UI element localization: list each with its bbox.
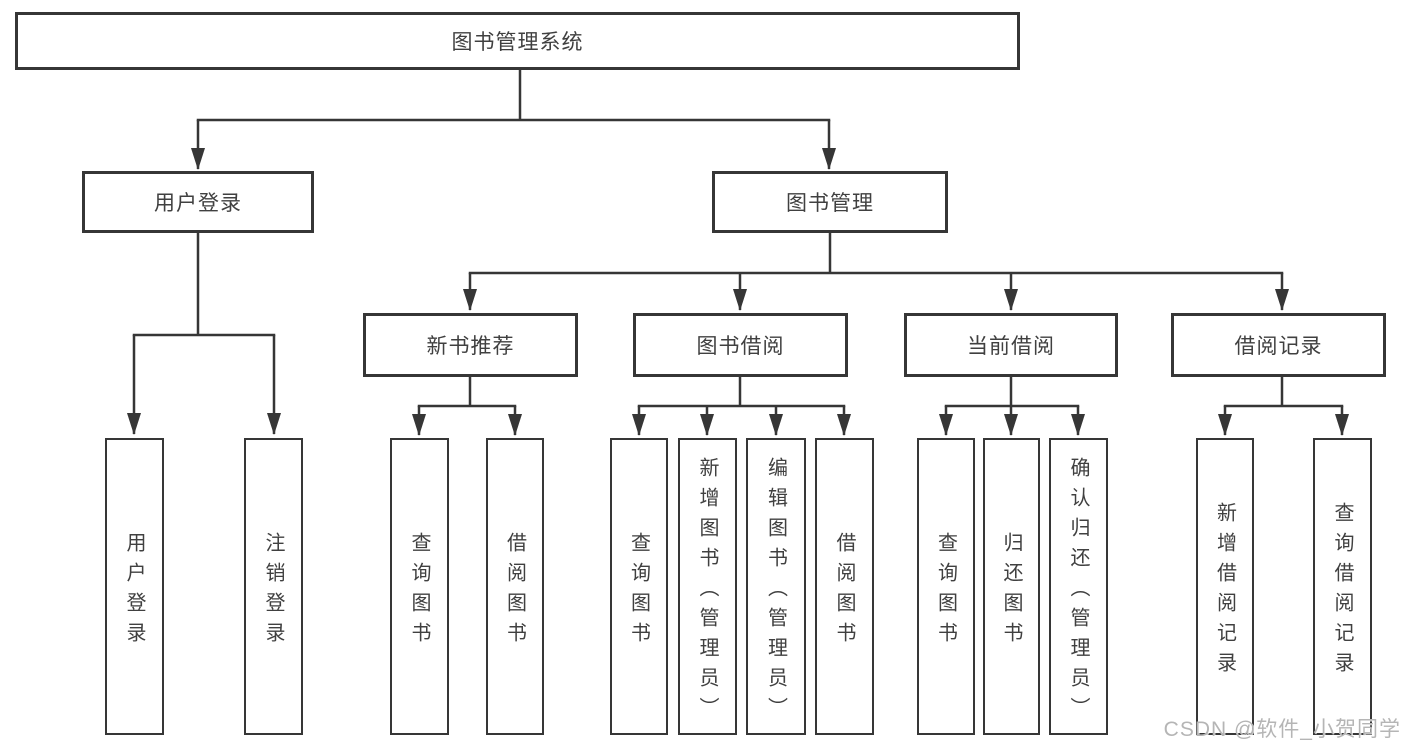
leaf-query-books-borrowing: 查询图书 — [610, 438, 668, 735]
leaf-user-login: 用户登录 — [105, 438, 164, 735]
leaf-label: 用户登录 — [123, 531, 145, 652]
leaf-logout: 注销登录 — [244, 438, 303, 735]
csdn-watermark: CSDN @软件_小贺同学 — [1163, 718, 1401, 741]
leaf-add-books-admin: 新增图书（管理员） — [678, 438, 737, 735]
node-book-borrowing: 图书借阅 — [633, 313, 848, 377]
leaf-query-borrow-record: 查询借阅记录 — [1313, 438, 1372, 735]
leaf-label: 查询图书 — [627, 531, 650, 652]
leaf-label: 编辑图书（管理员） — [764, 456, 787, 727]
leaf-label: 注销登录 — [262, 531, 284, 652]
node-label: 图书借阅 — [696, 335, 785, 358]
node-label: 图书管理 — [786, 192, 874, 215]
node-library-management-system: 图书管理系统 — [15, 12, 1020, 70]
leaf-label: 新增借阅记录 — [1213, 501, 1236, 682]
leaf-label: 查询借阅记录 — [1331, 501, 1353, 682]
leaf-query-books-current: 查询图书 — [917, 438, 975, 735]
node-label: 图书管理系统 — [451, 31, 584, 54]
leaf-query-books-recommend: 查询图书 — [390, 438, 449, 735]
leaf-confirm-return-admin: 确认归还（管理员） — [1049, 438, 1108, 735]
leaf-return-books: 归还图书 — [983, 438, 1040, 735]
node-current-borrowing: 当前借阅 — [904, 313, 1118, 377]
leaf-add-borrow-record: 新增借阅记录 — [1196, 438, 1254, 735]
leaf-edit-books-admin: 编辑图书（管理员） — [746, 438, 806, 735]
node-new-book-recommendation: 新书推荐 — [363, 313, 578, 377]
node-label: 新书推荐 — [426, 335, 515, 358]
node-user-login: 用户登录 — [82, 171, 314, 233]
leaf-label: 借阅图书 — [833, 531, 855, 652]
leaf-label: 新增图书（管理员） — [696, 456, 718, 727]
leaf-label: 查询图书 — [408, 531, 430, 652]
leaf-label: 归还图书 — [1000, 531, 1022, 652]
node-label: 用户登录 — [154, 192, 242, 215]
node-label: 当前借阅 — [967, 335, 1055, 358]
leaf-borrow-books-borrowing: 借阅图书 — [815, 438, 874, 735]
leaf-borrow-books-recommend: 借阅图书 — [486, 438, 544, 735]
leaf-label: 确认归还（管理员） — [1067, 456, 1089, 727]
leaf-label: 查询图书 — [934, 531, 957, 652]
leaf-label: 借阅图书 — [503, 531, 526, 652]
node-label: 借阅记录 — [1234, 335, 1323, 358]
node-book-management: 图书管理 — [712, 171, 948, 233]
node-borrowing-records: 借阅记录 — [1171, 313, 1386, 377]
